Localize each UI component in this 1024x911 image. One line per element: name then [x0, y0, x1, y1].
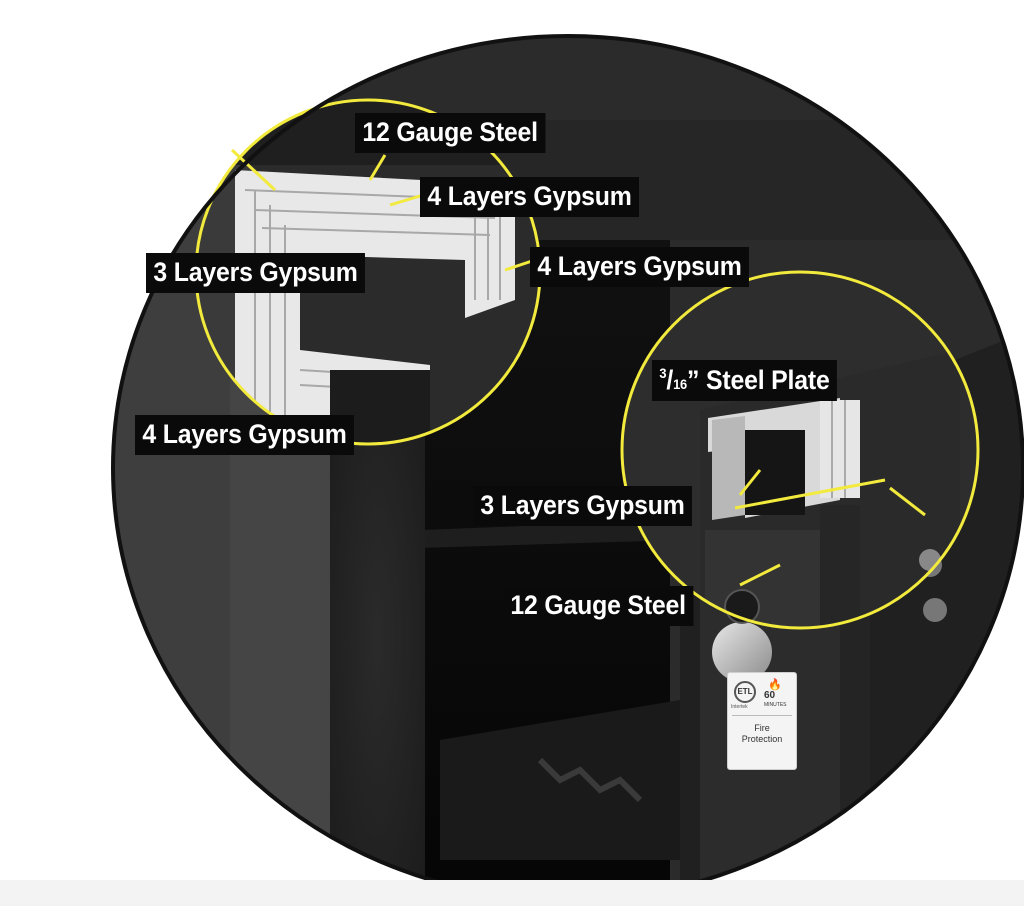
callout-4-layers-gypsum-bottom: 4 Layers Gypsum [135, 415, 355, 455]
callout-4-layers-gypsum-right: 4 Layers Gypsum [530, 247, 750, 287]
certifier-name: Intertek [731, 704, 748, 710]
callout-3-layers-gypsum-left: 3 Layers Gypsum [146, 253, 366, 293]
plate-label-suffix: ” Steel Plate [687, 365, 830, 395]
callout-12-gauge-steel-door: 12 Gauge Steel [503, 586, 694, 626]
bottom-strip [0, 880, 1024, 906]
fire-rating-badge: ETL Intertek 🔥 60 MINUTES Fire Protectio… [727, 672, 797, 770]
callout-12-gauge-steel-top: 12 Gauge Steel [355, 113, 546, 153]
plate-fraction-numerator: 3 [659, 365, 667, 381]
leader-lines [230, 148, 926, 587]
flame-icon: 🔥 [768, 679, 782, 691]
fire-minutes-unit: MINUTES [764, 702, 787, 708]
callout-4-layers-gypsum-top: 4 Layers Gypsum [420, 177, 640, 217]
callout-3-layers-gypsum-door: 3 Layers Gypsum [473, 486, 693, 526]
callout-steel-plate: 3/16” Steel Plate [652, 360, 837, 401]
door-inset-ring [620, 270, 980, 630]
badge-divider [732, 715, 792, 716]
fire-protection-line2: Protection [741, 734, 783, 744]
fire-minutes: 60 [764, 690, 776, 701]
plate-fraction-denominator: 16 [673, 376, 688, 392]
etl-logo: ETL [734, 681, 756, 703]
fire-protection-line1: Fire [754, 723, 770, 733]
